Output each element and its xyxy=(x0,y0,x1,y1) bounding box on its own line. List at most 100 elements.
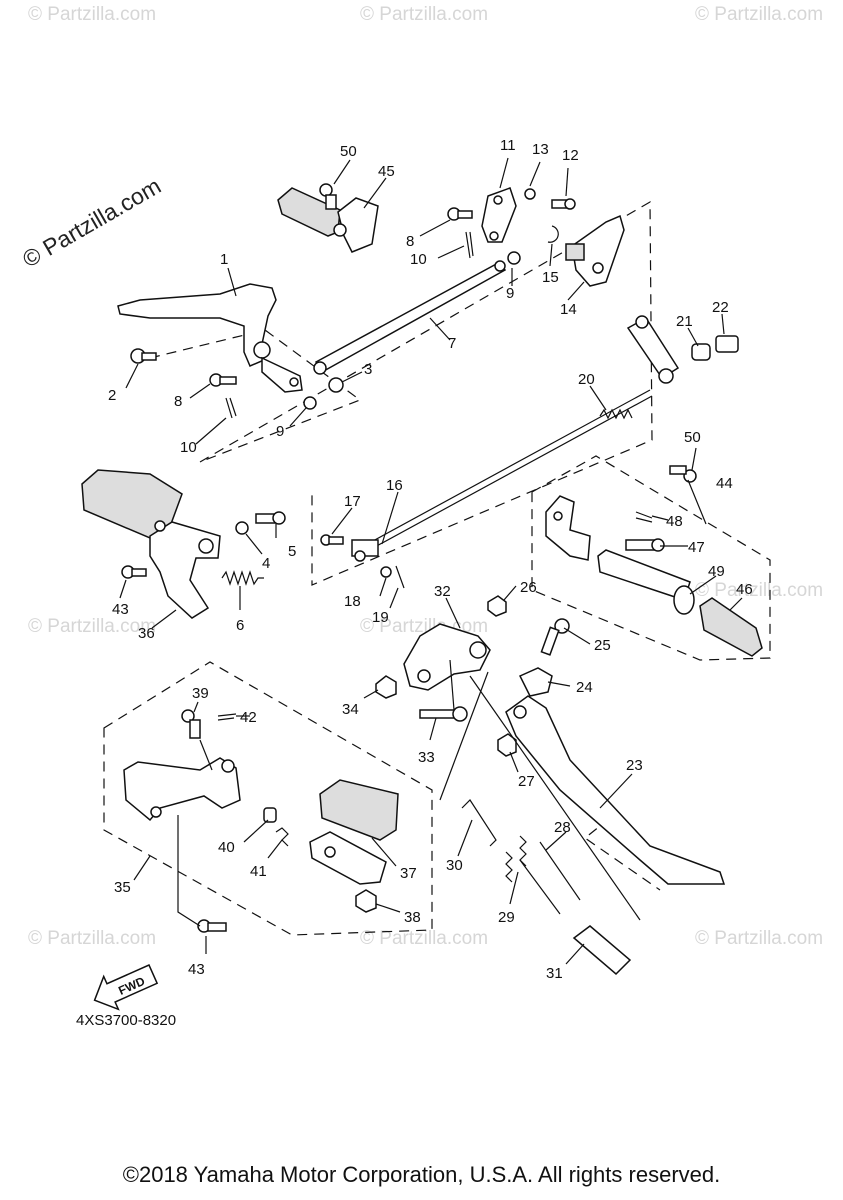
footrest-bracket-35 xyxy=(123,757,241,822)
callout-50-upper: 50 xyxy=(340,143,357,160)
rear-footrest xyxy=(81,469,221,619)
callout-36: 36 xyxy=(138,625,155,642)
callout-47: 47 xyxy=(688,539,705,556)
brake-group-outline xyxy=(149,329,362,463)
callout-6: 6 xyxy=(236,617,244,634)
callout-9-left: 9 xyxy=(276,423,284,440)
sidestand-bracket-32 xyxy=(403,623,491,691)
bolt-43-lower xyxy=(197,919,227,933)
callout-29: 29 xyxy=(498,909,515,926)
callout-11: 11 xyxy=(500,137,516,154)
callout-35: 35 xyxy=(114,879,131,896)
callout-16: 16 xyxy=(386,477,403,494)
cotter-pin-19 xyxy=(395,565,405,589)
leader-lines xyxy=(119,157,743,965)
callout-43-upper: 43 xyxy=(112,601,129,618)
bolt-50-upper xyxy=(319,183,337,210)
collar-4 xyxy=(235,521,249,535)
callout-31: 31 xyxy=(546,965,563,982)
callout-23: 23 xyxy=(626,757,643,774)
nut-38 xyxy=(355,889,377,913)
watermark-top-right: © Partzilla.com xyxy=(695,4,824,25)
callout-22: 22 xyxy=(712,299,729,316)
watermark-bottom-right: © Partzilla.com xyxy=(695,928,824,949)
callout-40: 40 xyxy=(218,839,235,856)
callout-9-right: 9 xyxy=(506,285,514,302)
sidestand-group-outline xyxy=(583,817,661,891)
callout-13: 13 xyxy=(532,141,549,158)
washer-9-right xyxy=(507,251,521,265)
callout-21: 21 xyxy=(676,313,693,330)
right-footrest-group-outline xyxy=(531,455,771,661)
washer-3 xyxy=(328,377,344,393)
callout-12: 12 xyxy=(562,147,579,164)
callout-46: 46 xyxy=(736,581,753,598)
callout-48: 48 xyxy=(666,513,683,530)
callout-24: 24 xyxy=(576,679,593,696)
shift-rod-group-outline xyxy=(199,200,653,586)
callout-49: 49 xyxy=(708,563,725,580)
pin-8-right xyxy=(447,207,473,221)
rod-end-17 xyxy=(320,534,379,562)
callout-3: 3 xyxy=(364,361,372,378)
washer-9-left xyxy=(303,396,317,410)
callout-28: 28 xyxy=(554,819,571,836)
callout-18: 18 xyxy=(344,593,361,610)
callout-38: 38 xyxy=(404,909,421,926)
fwd-arrow-icon: FWD xyxy=(93,964,159,1011)
callout-14: 14 xyxy=(560,301,577,318)
callout-numbers: 1 2 3 4 5 6 7 8 8 9 9 10 10 11 12 13 14 … xyxy=(108,137,753,982)
callout-7: 7 xyxy=(448,335,456,352)
spring-29 xyxy=(505,851,561,915)
callout-32: 32 xyxy=(434,583,451,600)
brake-pedal xyxy=(117,283,303,393)
callout-43-lower: 43 xyxy=(188,961,205,978)
collar-21 xyxy=(691,343,711,361)
callout-25: 25 xyxy=(594,637,611,654)
spring-30 xyxy=(461,799,497,847)
callout-2: 2 xyxy=(108,387,116,404)
circlip-13 xyxy=(524,188,536,200)
callout-17: 17 xyxy=(344,493,361,510)
watermark-bottom-left: © Partzilla.com xyxy=(28,928,157,949)
sidestand-23 xyxy=(505,695,726,885)
footpeg-rubber-46 xyxy=(699,597,763,657)
callout-1: 1 xyxy=(220,251,228,268)
callout-39: 39 xyxy=(192,685,209,702)
bolt-5 xyxy=(255,511,286,525)
lever-arm-11 xyxy=(481,187,517,243)
bolt-22 xyxy=(715,335,739,353)
callout-10-left: 10 xyxy=(180,439,197,456)
callout-50-right: 50 xyxy=(684,429,701,446)
callout-34: 34 xyxy=(342,701,359,718)
watermark-mid-left: © Partzilla.com xyxy=(28,616,157,637)
watermark-top-left: © Partzilla.com xyxy=(28,4,157,25)
callout-19: 19 xyxy=(372,609,389,626)
brake-rod xyxy=(313,260,507,375)
cotter-pin-42 xyxy=(217,713,237,721)
watermark-bottom-center: © Partzilla.com xyxy=(360,928,489,949)
callout-37: 37 xyxy=(400,865,417,882)
callout-5: 5 xyxy=(288,543,296,560)
bolt-25 xyxy=(540,618,570,656)
footrest-45 xyxy=(277,187,379,253)
pin-47 xyxy=(625,538,665,552)
cotter-pin-48 xyxy=(635,511,653,523)
washer-18 xyxy=(380,566,392,578)
footpeg-37 xyxy=(309,779,399,885)
nut-34 xyxy=(375,675,397,699)
callout-4: 4 xyxy=(262,555,270,572)
spring-6 xyxy=(221,570,264,586)
cotter-pin-10-right xyxy=(465,231,474,259)
callout-20: 20 xyxy=(578,371,595,388)
callout-33: 33 xyxy=(418,749,435,766)
callout-45: 45 xyxy=(378,163,395,180)
diagram-code: 4XS3700-8320 xyxy=(76,1012,177,1029)
callout-8-left: 8 xyxy=(174,393,182,410)
spring-41 xyxy=(275,827,289,847)
bracket-24 xyxy=(518,667,553,697)
callout-30: 30 xyxy=(446,857,463,874)
pin-39 xyxy=(181,709,201,739)
bolt-12 xyxy=(551,198,576,210)
